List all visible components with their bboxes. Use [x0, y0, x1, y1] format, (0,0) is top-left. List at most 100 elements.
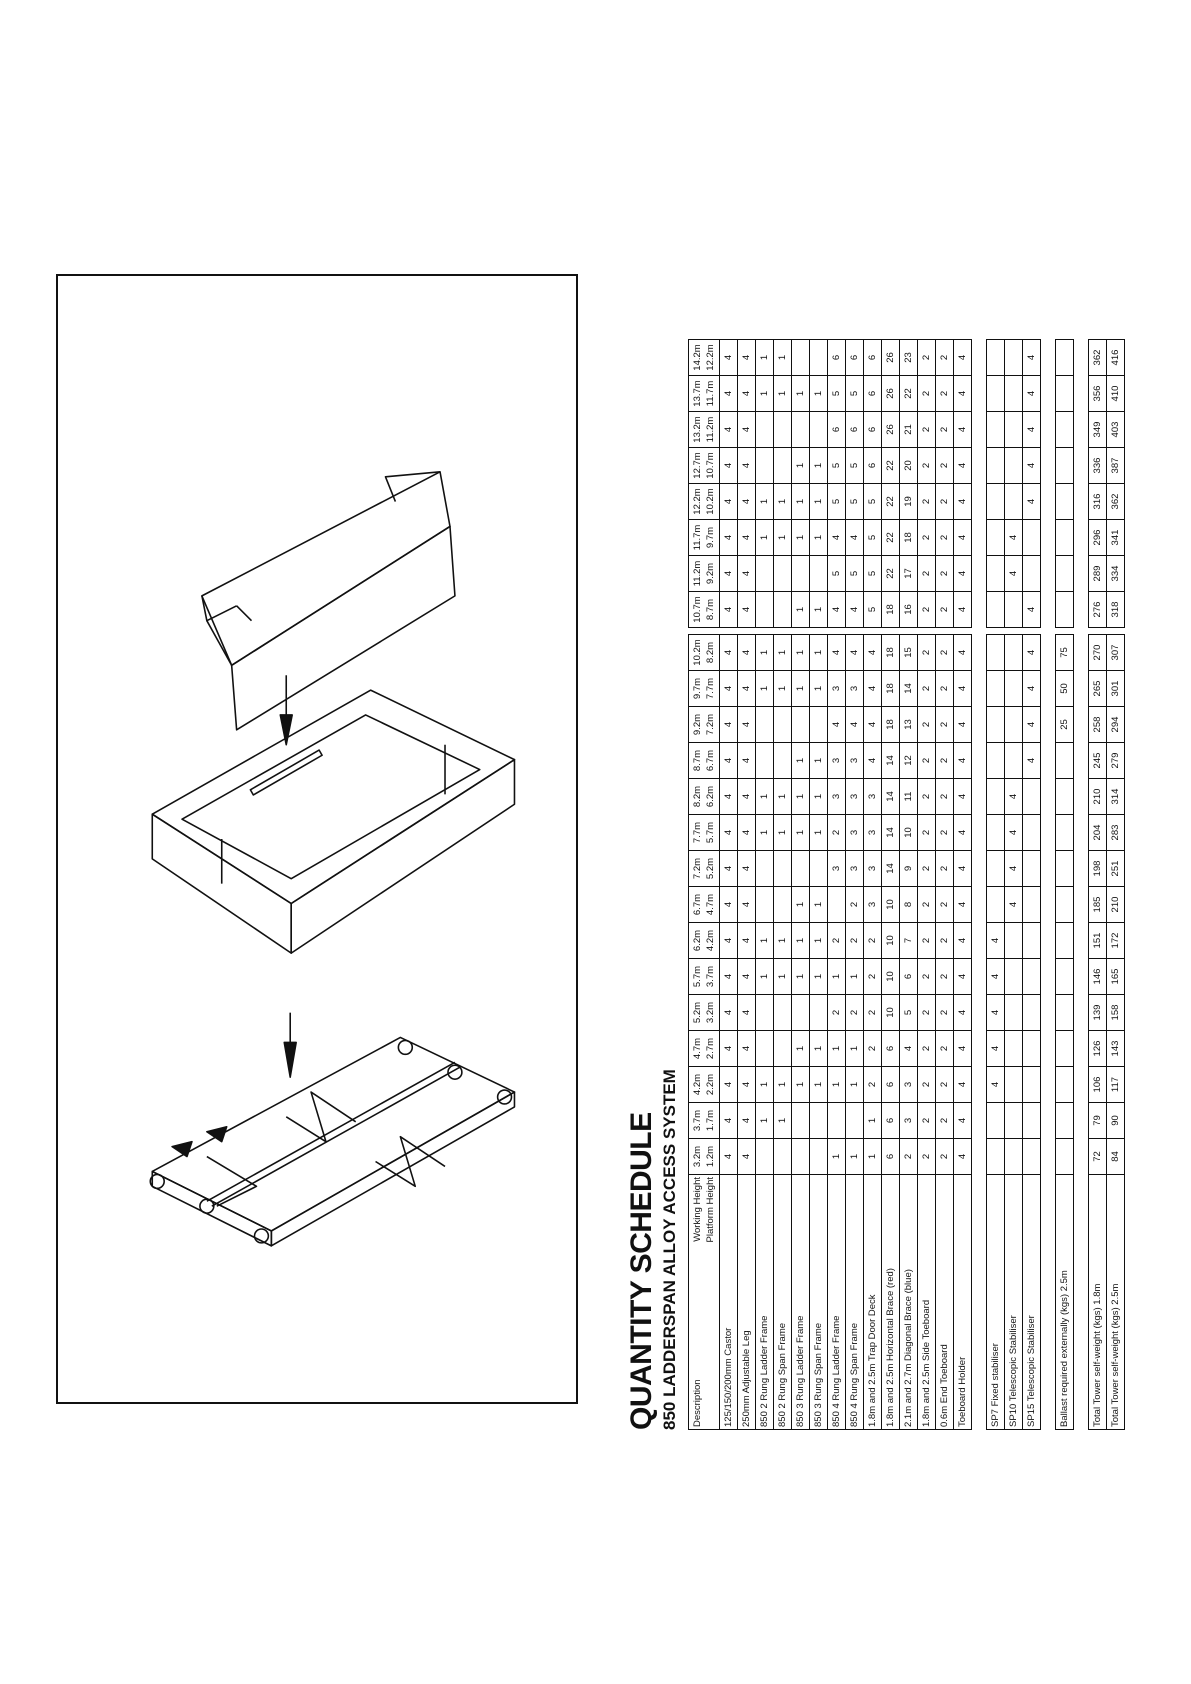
quantity-cell: 4	[737, 778, 756, 815]
quantity-cell: 4	[1022, 670, 1041, 707]
quantity-cell	[1022, 1138, 1041, 1175]
quantity-cell	[1022, 1030, 1041, 1067]
row-label: 250mm Adjustable Leg	[737, 1174, 756, 1430]
tray-drawing	[151, 689, 516, 954]
quantity-cell: 2	[935, 742, 954, 779]
quantity-cell	[1004, 922, 1023, 959]
quantity-cell: 1	[755, 670, 774, 707]
quantity-cell	[809, 411, 828, 448]
quantity-cell	[755, 1138, 774, 1175]
quantity-cell: 1	[791, 634, 810, 671]
quantity-cell	[986, 850, 1005, 887]
quantity-cell: 1	[773, 814, 792, 851]
quantity-cell: 1	[791, 591, 810, 628]
quantity-cell: 1	[791, 778, 810, 815]
quantity-cell: 1	[755, 922, 774, 959]
quantity-cell	[1055, 1066, 1074, 1103]
quantity-cell: 14	[881, 778, 900, 815]
quantity-cell	[1004, 670, 1023, 707]
section-gap	[1074, 635, 1089, 1430]
quantity-cell: 1	[845, 1066, 864, 1103]
quantity-cell: 3	[845, 742, 864, 779]
quantity-cell: 1	[809, 375, 828, 412]
quantity-cell: 2	[845, 994, 864, 1031]
row-label: 850 2 Rung Ladder Frame	[755, 1174, 774, 1430]
quantity-cell: 4	[1022, 375, 1041, 412]
quantity-cell	[1004, 411, 1023, 448]
quantity-cell: 4	[845, 634, 864, 671]
quantity-cell: 4	[863, 670, 882, 707]
quantity-cell	[791, 1138, 810, 1175]
quantity-cell: 4	[1022, 483, 1041, 520]
quantity-cell	[986, 814, 1005, 851]
quantity-cell: 3	[899, 1066, 918, 1103]
quantity-cell: 6	[845, 339, 864, 376]
quantity-cell	[986, 411, 1005, 448]
quantity-cell: 1	[755, 339, 774, 376]
quantity-cell: 387	[1106, 447, 1125, 484]
quantity-cell: 2	[935, 1102, 954, 1139]
quantity-cell: 1	[791, 958, 810, 995]
quantity-cell: 4	[719, 339, 738, 376]
quantity-cell	[755, 591, 774, 628]
quantity-cell: 410	[1106, 375, 1125, 412]
quantity-cell: 2	[935, 670, 954, 707]
quantity-cell: 301	[1106, 670, 1125, 707]
quantity-cell: 2	[917, 555, 936, 592]
quantity-cell: 6	[881, 1066, 900, 1103]
quantity-schedule: QUANTITY SCHEDULE 850 LADDERSPAN ALLOY A…	[625, 270, 1125, 1430]
quantity-cell	[809, 850, 828, 887]
quantity-cell: 10	[881, 886, 900, 923]
quantity-cell: 4	[1022, 447, 1041, 484]
quantity-cell: 10	[881, 922, 900, 959]
quantity-cell: 1	[845, 958, 864, 995]
quantity-cell: 4	[953, 814, 972, 851]
row-label: 0.6m End Toeboard	[935, 1174, 954, 1430]
quantity-cell: 4	[899, 1030, 918, 1067]
quantity-cell	[986, 339, 1005, 376]
quantity-cell: 2	[935, 555, 954, 592]
quantity-cell	[755, 850, 774, 887]
quantity-cell: 1	[791, 483, 810, 520]
quantity-cell	[791, 555, 810, 592]
quantity-cell: 4	[719, 850, 738, 887]
quantity-cell: 26	[881, 375, 900, 412]
quantity-cell: 90	[1106, 1102, 1125, 1139]
quantity-cell: 2	[935, 958, 954, 995]
quantity-cell: 349	[1088, 411, 1107, 448]
quantity-cell: 4	[1004, 519, 1023, 556]
quantity-cell	[986, 634, 1005, 671]
quantity-cell: 2	[899, 1138, 918, 1175]
quantity-cell: 416	[1106, 339, 1125, 376]
quantity-cell: 4	[737, 886, 756, 923]
quantity-cell	[1055, 447, 1074, 484]
quantity-cell: 2	[935, 1030, 954, 1067]
row-label: SP7 Fixed stabiliser	[986, 1174, 1005, 1430]
quantity-cell: 4	[986, 1066, 1005, 1103]
quantity-cell: 158	[1106, 994, 1125, 1031]
quantity-cell: 4	[845, 519, 864, 556]
quantity-cell: 4	[953, 447, 972, 484]
quantity-cell: 6	[827, 339, 846, 376]
quantity-cell: 4	[986, 994, 1005, 1031]
quantity-cell: 13	[899, 706, 918, 743]
quantity-cell: 4	[737, 814, 756, 851]
row-label: 1.8m and 2.5m Horizontal Brace (red)	[881, 1174, 900, 1430]
quantity-cell: 6	[881, 1030, 900, 1067]
quantity-cell	[986, 483, 1005, 520]
quantity-cell	[809, 555, 828, 592]
quantity-cell	[773, 411, 792, 448]
quantity-cell: 2	[935, 1066, 954, 1103]
quantity-cell	[1055, 1102, 1074, 1139]
quantity-cell	[773, 555, 792, 592]
